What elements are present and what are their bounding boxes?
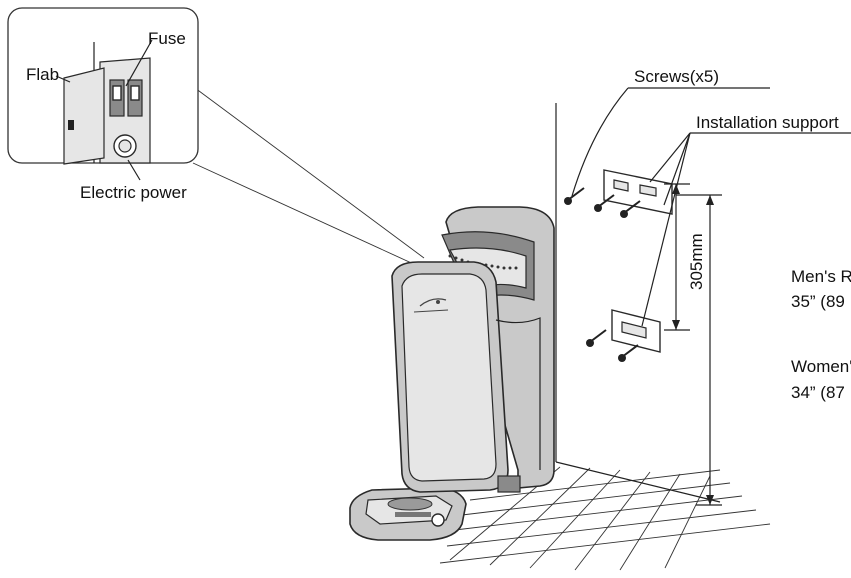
installation-support-label: Installation support: [696, 113, 839, 132]
inset-panel: [7, 7, 199, 181]
flab-label: Flab: [26, 65, 59, 84]
magnifier-lines: [192, 87, 425, 267]
womens-height-line1: Women': [791, 357, 851, 376]
dimension-305-label: 305mm: [687, 233, 706, 290]
screw: [564, 187, 585, 205]
power-knob: [113, 134, 137, 158]
dimension-height: [676, 194, 722, 506]
brand-logo: [413, 298, 449, 313]
mens-height-line1: Men's R: [791, 267, 851, 286]
fuse-switches: [109, 79, 143, 117]
drip-tray: [349, 487, 467, 541]
electric-power-label: Electric power: [80, 183, 187, 202]
screw: [620, 200, 641, 218]
womens-height-line2: 34” (87: [791, 383, 845, 402]
dimension-305: [664, 183, 690, 331]
wall: [555, 103, 721, 503]
support-plate-upper: [603, 169, 673, 215]
callout-leaders: [571, 87, 851, 327]
flap-door: [63, 67, 105, 165]
mens-height-line2: 35” (89: [791, 292, 845, 311]
screws-label: Screws(x5): [634, 67, 719, 86]
screw: [586, 329, 607, 347]
screws: [564, 187, 641, 362]
fuse-label: Fuse: [148, 29, 186, 48]
screw: [618, 344, 639, 362]
hand-dryer: [391, 206, 555, 493]
screw: [594, 194, 615, 212]
